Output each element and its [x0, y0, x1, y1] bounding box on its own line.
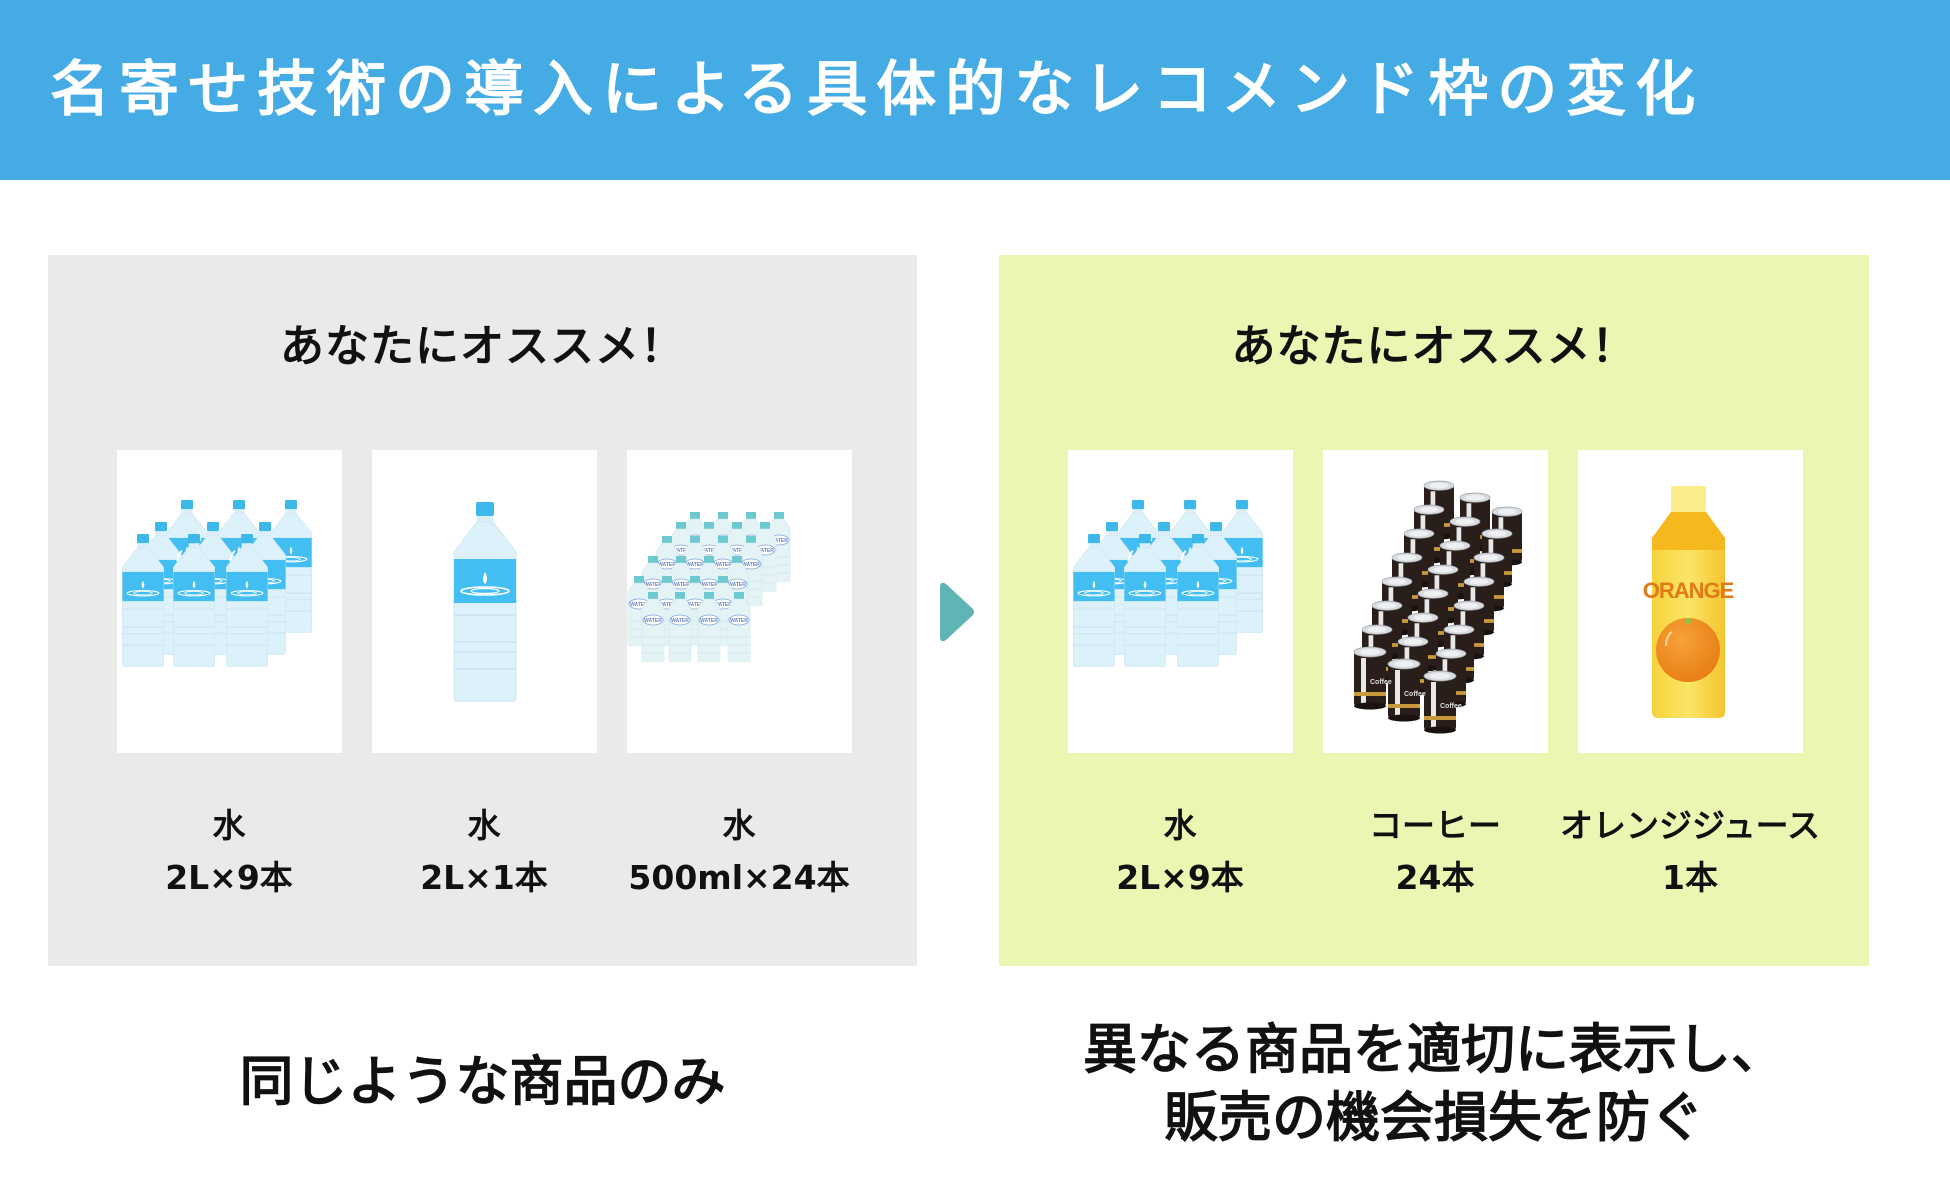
svg-text:Coffee: Coffee — [1440, 703, 1462, 710]
svg-text:Coffee: Coffee — [1404, 691, 1426, 698]
page-title: 名寄せ技術の導入による具体的なレコメンド枠の変化 — [50, 55, 1705, 125]
product-label: 水 2L×9本 — [1030, 800, 1330, 904]
coffee-cans-image: Coffee Coffee Coffee — [1353, 480, 1523, 734]
svg-text:Coffee: Coffee — [1370, 679, 1392, 686]
product-quantity: 500ml×24本 — [628, 858, 850, 897]
product-card-water-2l-9[interactable] — [117, 450, 342, 753]
product-card-coffee-24[interactable]: Coffee Coffee Coffee — [1323, 450, 1548, 753]
product-name: 水 — [722, 806, 756, 845]
product-label: 水 2L×1本 — [334, 800, 634, 904]
chevron-right-icon — [940, 582, 974, 642]
water-bottles-9-image — [121, 500, 313, 667]
after-caption: 異なる商品を適切に表示し、 販売の機会損失を防ぐ — [999, 1016, 1869, 1152]
product-label: 水 500ml×24本 — [589, 800, 889, 904]
product-quantity: 24本 — [1395, 858, 1475, 897]
product-quantity: 2L×9本 — [1116, 858, 1244, 897]
before-caption-line: 同じような商品のみ — [239, 1050, 726, 1113]
product-quantity: 2L×1本 — [420, 858, 548, 897]
svg-text:ORANGE: ORANGE — [1643, 578, 1734, 603]
product-name: コーヒー — [1369, 806, 1501, 845]
product-card-water-500ml-24[interactable] — [627, 450, 852, 753]
product-card-water-2l-9[interactable] — [1068, 450, 1293, 753]
before-recommendation-panel: あなたにオススメ！ — [48, 255, 917, 966]
header-banner: 名寄せ技術の導入による具体的なレコメンド枠の変化 — [0, 0, 1950, 180]
after-caption-line: 異なる商品を適切に表示し、 — [1083, 1018, 1785, 1081]
water-bottles-24-image — [627, 512, 791, 662]
water-bottles-9-image — [1072, 500, 1264, 667]
product-card-orange-juice[interactable]: ORANGE — [1578, 450, 1803, 753]
before-caption: 同じような商品のみ — [48, 1048, 917, 1116]
product-label: オレンジジュース 1本 — [1540, 800, 1840, 904]
orange-juice-bottle-image: ORANGE — [1643, 486, 1735, 718]
product-card-water-2l-1[interactable] — [372, 450, 597, 753]
after-panel-title: あなたにオススメ！ — [1231, 321, 1637, 372]
water-bottle-single-image — [452, 502, 518, 702]
product-label: コーヒー 24本 — [1285, 800, 1585, 904]
product-name: 水 — [1163, 806, 1197, 845]
product-label: 水 2L×9本 — [79, 800, 379, 904]
after-recommendation-panel: あなたにオススメ！ — [999, 255, 1869, 966]
product-quantity: 2L×9本 — [165, 858, 293, 897]
after-caption-line: 販売の機会損失を防ぐ — [1164, 1086, 1704, 1149]
product-name: オレンジジュース — [1559, 806, 1821, 845]
product-name: 水 — [467, 806, 501, 845]
product-quantity: 1本 — [1662, 858, 1718, 897]
product-name: 水 — [212, 806, 246, 845]
before-panel-title: あなたにオススメ！ — [280, 321, 685, 372]
